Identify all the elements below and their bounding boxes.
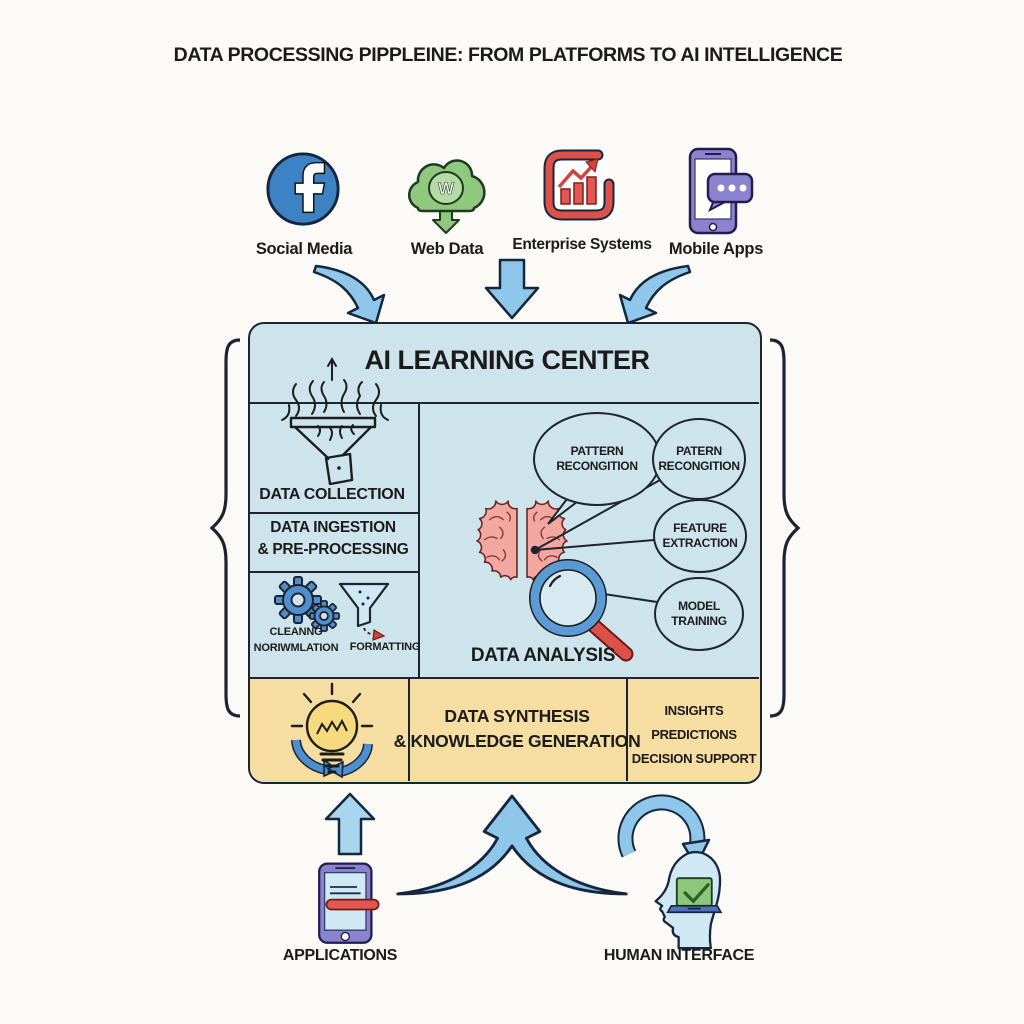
checkmark-icon	[683, 883, 710, 904]
bubble-label-1: PATTERN RECONGITION	[556, 444, 638, 473]
outputs-label: INSIGHTS PREDICTIONS DECISION SUPPORT	[631, 703, 757, 766]
analysis-graphics	[529, 412, 747, 662]
bubble-label-4: MODEL TRAINING	[671, 599, 727, 628]
bubble-pattern-recognition-2	[652, 418, 746, 500]
human-interface-label: HUMAN INTERFACE	[603, 947, 755, 964]
bubble-label-3: FEATURE EXTRACTION	[662, 521, 738, 550]
collection-funnel-icon	[281, 356, 389, 485]
cleaning-label: CLEANNG NORIWMLATION	[253, 626, 339, 654]
applications-label: APPLICATIONS	[282, 947, 398, 964]
up-outflow-arrow	[324, 792, 376, 856]
curved-inflow-arrow-left	[312, 264, 386, 325]
bubble-model-training	[654, 577, 744, 651]
cleaning-gears-icon	[274, 576, 390, 641]
brain-focus-dot	[530, 545, 540, 555]
facebook-icon	[266, 152, 340, 226]
human-head-icon	[654, 851, 723, 950]
bar-chart-icon	[543, 149, 615, 221]
yellow-divider-2	[626, 677, 629, 781]
yellow-divider-1	[408, 677, 411, 781]
applications-phone-icon	[318, 862, 380, 944]
data-analysis-label: DATA ANALYSIS	[470, 645, 616, 666]
ingestion-divider	[250, 571, 418, 574]
center-title: AI LEARNING CENTER	[364, 345, 650, 375]
down-inflow-arrow	[484, 258, 540, 320]
source-label-web-data: Web Data	[410, 240, 484, 258]
formatting-label: FORMATTING	[349, 641, 421, 653]
cloud-letter: W	[438, 179, 455, 198]
left-brace	[209, 338, 241, 718]
source-label-social-media: Social Media	[255, 240, 353, 258]
left-column-divider	[418, 402, 421, 677]
source-label-enterprise-systems: Enterprise Systems	[512, 236, 652, 253]
web-cloud-icon: W	[408, 159, 486, 234]
ingestion-label: DATA INGESTION & PRE-PROCESSING	[257, 519, 409, 558]
right-brace	[769, 338, 801, 718]
magnifier-icon	[529, 559, 634, 662]
bubble-feature-extraction	[653, 499, 747, 573]
mobile-chat-icon	[688, 147, 754, 235]
lightbulb-icon	[290, 682, 374, 779]
merge-up-arrow	[396, 794, 628, 896]
header-divider	[250, 402, 759, 405]
collection-divider	[250, 512, 418, 515]
page-title: DATA PROCESSING PIPPLEINE: FROM PLATFORM…	[173, 44, 843, 66]
synthesis-label: DATA SYNTHESIS & KNOWLEDGE GENERATION	[393, 706, 641, 751]
data-collection-label: DATA COLLECTION	[259, 486, 405, 503]
bubble-label-2: PATERN RECONGITION	[658, 444, 740, 473]
brain-icon	[476, 500, 568, 581]
source-label-mobile-apps: Mobile Apps	[668, 240, 764, 258]
curved-inflow-arrow-right	[618, 264, 692, 325]
